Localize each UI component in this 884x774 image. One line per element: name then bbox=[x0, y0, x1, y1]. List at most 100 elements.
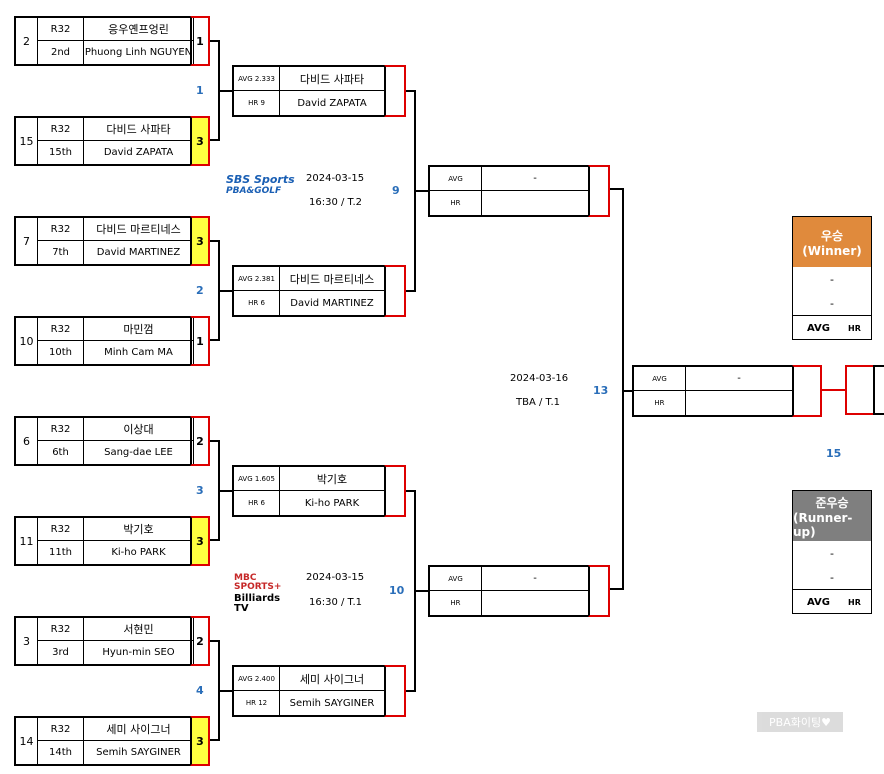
player-name-ko: 다비드 마르티네스 bbox=[84, 218, 194, 241]
avg-label: AVG 2.333 bbox=[234, 67, 280, 91]
player-name-en: David MARTINEZ bbox=[84, 241, 194, 264]
schedule-time: TBA / T.1 bbox=[516, 397, 560, 408]
player-name-ko: 다비드 사파타 bbox=[280, 67, 384, 91]
round-label: R32 bbox=[38, 318, 84, 341]
match-score: 1 bbox=[190, 16, 210, 66]
runnerup-line: - bbox=[830, 570, 834, 584]
rank-label: 6th bbox=[38, 441, 84, 464]
winner-line: - bbox=[830, 272, 834, 286]
round-label: R32 bbox=[38, 618, 84, 641]
schedule-date: 2024-03-16 bbox=[510, 373, 569, 384]
score-slot bbox=[588, 165, 610, 217]
player-name-en: David ZAPATA bbox=[297, 97, 367, 109]
winner-subtitle: (Winner) bbox=[802, 243, 862, 258]
match-score: 2 bbox=[190, 416, 210, 466]
rank-label: 7th bbox=[38, 241, 84, 264]
player-name-ko: 세미 사이그너 bbox=[84, 718, 194, 741]
player-name-ko: 서현민 bbox=[84, 618, 194, 641]
player-name-en: Semih SAYGINER bbox=[289, 697, 375, 709]
round-label: R32 bbox=[38, 718, 84, 741]
hr-label: HR 9 bbox=[234, 91, 280, 115]
player-name-ko: 응우옌프엉린 bbox=[84, 18, 194, 41]
round-label: R32 bbox=[38, 18, 84, 41]
hr-label: HR 6 bbox=[234, 491, 280, 515]
rank-label: 10th bbox=[38, 341, 84, 364]
hr-label: HR bbox=[634, 391, 686, 415]
round-label: R32 bbox=[38, 218, 84, 241]
winner-title: 우승 bbox=[820, 228, 844, 243]
match-number: 15 bbox=[826, 447, 842, 460]
schedule-date: 2024-03-15 bbox=[306, 572, 365, 583]
player-name-en: David MARTINEZ bbox=[290, 297, 374, 309]
score-slot bbox=[384, 465, 406, 517]
watermark: PBA화이팅♥ bbox=[757, 712, 843, 732]
schedule-date: 2024-03-15 bbox=[306, 173, 365, 184]
runnerup-line: - bbox=[830, 546, 834, 560]
winner-avg: AVG bbox=[807, 322, 831, 334]
seed-number: 3 bbox=[16, 618, 38, 664]
match-number: 1 bbox=[196, 84, 204, 97]
player-name-ko: 박기호 bbox=[280, 467, 384, 491]
player-name-en: Semih SAYGINER bbox=[84, 741, 194, 764]
match-number: 9 bbox=[392, 184, 400, 197]
hr-label: HR 6 bbox=[234, 291, 280, 315]
seed-number: 10 bbox=[16, 318, 38, 364]
match-number: 13 bbox=[593, 384, 609, 397]
schedule-time: 16:30 / T.2 bbox=[309, 197, 363, 208]
player-name-ko: 마민껌 bbox=[84, 318, 194, 341]
player-name-en: Ki-ho PARK bbox=[84, 541, 194, 564]
hr-label: HR bbox=[430, 591, 482, 615]
match-score: 2 bbox=[190, 616, 210, 666]
seed-number: 11 bbox=[16, 518, 38, 564]
score-slot bbox=[588, 565, 610, 617]
player-name-en: Minh Cam MA bbox=[84, 341, 194, 364]
score-slot bbox=[384, 65, 406, 117]
avg-label: AVG bbox=[430, 567, 482, 591]
match-score: 3 bbox=[190, 716, 210, 766]
avg-label: AVG 2.381 bbox=[234, 267, 280, 291]
seed-number: 2 bbox=[16, 18, 38, 64]
player-name-ko: 다비드 사파타 bbox=[84, 118, 194, 141]
sbs-sports-logo: SBS Sports PBA&GOLF bbox=[226, 173, 295, 196]
round-label: R32 bbox=[38, 118, 84, 141]
player-name-ko: 박기호 bbox=[84, 518, 194, 541]
runnerup-title: 준우승 bbox=[815, 495, 849, 510]
score-slot bbox=[792, 365, 822, 417]
runnerup-hr: HR bbox=[848, 597, 861, 607]
match-score: 3 bbox=[190, 116, 210, 166]
seed-number: 7 bbox=[16, 218, 38, 264]
rank-label: 11th bbox=[38, 541, 84, 564]
avg-label: AVG bbox=[634, 367, 686, 391]
match-score: 3 bbox=[190, 216, 210, 266]
player-name-en: Hyun-min SEO bbox=[84, 641, 194, 664]
runnerup-box: 준우승 (Runner-up) - - AVG HR bbox=[792, 490, 872, 614]
round-label: R32 bbox=[38, 418, 84, 441]
player-name-en: Sang-dae LEE bbox=[84, 441, 194, 464]
player-name-ko: 이상대 bbox=[84, 418, 194, 441]
match-number: 10 bbox=[389, 584, 405, 597]
player-name: - bbox=[482, 167, 588, 191]
player-name-ko: 세미 사이그너 bbox=[280, 667, 384, 691]
hr-label: HR bbox=[430, 191, 482, 215]
final-slot bbox=[845, 365, 875, 415]
player-name-en: Ki-ho PARK bbox=[304, 497, 360, 509]
winner-hr: HR bbox=[848, 323, 861, 333]
seed-number: 14 bbox=[16, 718, 38, 764]
match-score: 3 bbox=[190, 516, 210, 566]
match-number: 3 bbox=[196, 484, 204, 497]
